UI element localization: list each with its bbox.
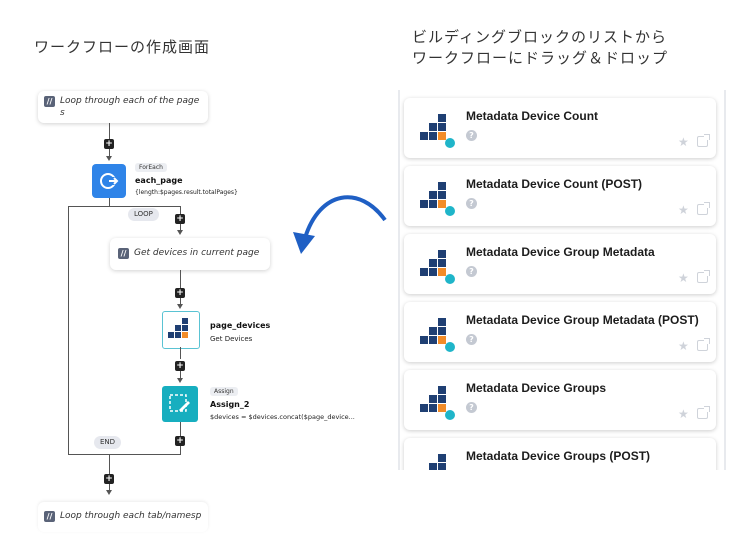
- drag-drop-arrow-icon: [293, 195, 387, 254]
- assign-edit-icon: [169, 394, 190, 412]
- comment-node-get-devices[interactable]: // Get devices in current page: [110, 238, 270, 270]
- right-heading-line2: ワークフローにドラッグ＆ドロップ: [412, 49, 669, 67]
- building-block-title: Metadata Device Count (POST): [466, 177, 643, 191]
- connector-line: [180, 446, 181, 454]
- connector-line: [180, 347, 181, 359]
- add-step-plus-icon[interactable]: +: [104, 139, 114, 149]
- foreach-node-expression: {length:$pages.result.totalPages}: [135, 189, 238, 196]
- building-block-icon: [420, 318, 455, 352]
- loop-label: LOOP: [128, 208, 159, 221]
- building-block-icon: [420, 114, 455, 148]
- star-icon[interactable]: ★: [678, 339, 689, 353]
- connector-line: [109, 198, 110, 206]
- star-icon[interactable]: ★: [678, 407, 689, 421]
- help-icon[interactable]: ?: [466, 402, 477, 413]
- connector-line: [180, 371, 181, 379]
- add-step-plus-icon[interactable]: +: [175, 214, 185, 224]
- left-heading: ワークフローの作成画面: [34, 38, 211, 56]
- building-block-icon: [420, 250, 455, 284]
- building-block-title: Metadata Device Groups (POST): [466, 449, 651, 463]
- star-icon[interactable]: ★: [678, 135, 689, 149]
- connector-line: [180, 422, 181, 436]
- assign-node-title: Assign_2: [210, 400, 250, 409]
- connector-line: [180, 206, 181, 216]
- right-heading-line1: ビルディングブロックのリストから: [412, 28, 667, 46]
- comment-node-loop-tabs[interactable]: // Loop through each tab/namesp: [38, 502, 208, 532]
- building-block-node-icon[interactable]: [162, 311, 200, 349]
- connector-line: [180, 224, 181, 232]
- comment-text: Loop through each tab/namesp: [60, 511, 202, 521]
- page-devices-node-title: page_devices: [210, 321, 271, 330]
- page-devices-node-subtitle: Get Devices: [210, 335, 253, 343]
- building-block-item[interactable]: Metadata Device Group Metadata (POST)? ★: [404, 302, 716, 362]
- building-block-icon: [420, 182, 455, 216]
- open-external-icon[interactable]: [697, 270, 710, 283]
- assign-type-tag: Assign: [210, 387, 238, 396]
- building-block-icon: [168, 318, 188, 338]
- arrow-down-icon: [106, 156, 112, 161]
- building-block-title: Metadata Device Group Metadata: [466, 245, 655, 259]
- end-label: END: [94, 436, 122, 449]
- building-block-item[interactable]: Metadata Device Groups (POST)?★: [404, 438, 716, 470]
- loop-bracket-bottom: [68, 454, 181, 455]
- foreach-type-tag: ForEach: [135, 163, 167, 172]
- connector-line: [180, 270, 181, 288]
- connector-line: [109, 149, 110, 158]
- open-external-icon[interactable]: [697, 406, 710, 419]
- add-step-plus-icon[interactable]: +: [175, 436, 185, 446]
- building-block-icon: [420, 386, 455, 420]
- assign-node-icon[interactable]: [162, 386, 198, 422]
- connector-line: [109, 484, 110, 492]
- building-block-item[interactable]: Metadata Device Groups? ★: [404, 370, 716, 430]
- connector-line: [109, 123, 110, 143]
- connector-line: [109, 454, 110, 474]
- comment-text-wrap: s: [60, 108, 65, 118]
- add-step-plus-icon[interactable]: +: [175, 288, 185, 298]
- open-external-icon[interactable]: [697, 338, 710, 351]
- comment-node-loop-pages[interactable]: // Loop through each of the page s: [38, 91, 208, 123]
- foreach-node-icon[interactable]: [92, 164, 126, 198]
- comment-icon: //: [44, 96, 55, 107]
- loop-icon: [100, 173, 119, 189]
- open-external-icon[interactable]: [697, 134, 710, 147]
- comment-icon: //: [118, 248, 129, 259]
- open-external-icon[interactable]: [697, 202, 710, 215]
- comment-text: Loop through each of the page: [60, 96, 200, 106]
- connector-line: [180, 298, 181, 306]
- building-block-title: Metadata Device Count: [466, 109, 599, 123]
- arrow-down-icon: [177, 230, 183, 235]
- building-block-item[interactable]: Metadata Device Count (POST)? ★: [404, 166, 716, 226]
- help-icon[interactable]: ?: [466, 198, 477, 209]
- building-block-icon: [429, 454, 446, 470]
- help-icon[interactable]: ?: [466, 266, 477, 277]
- loop-bracket-top: [68, 206, 180, 207]
- building-block-item[interactable]: Metadata Device Group Metadata? ★: [404, 234, 716, 294]
- assign-node-expression: $devices = $devices.concat($page_device.…: [210, 413, 355, 421]
- help-icon[interactable]: ?: [466, 334, 477, 345]
- star-icon[interactable]: ★: [678, 271, 689, 285]
- building-block-list[interactable]: Metadata Device Count?★Metadata Device C…: [398, 90, 726, 470]
- loop-bracket-left: [68, 206, 69, 454]
- star-icon[interactable]: ★: [678, 203, 689, 217]
- foreach-node-title: each_page: [135, 176, 183, 185]
- arrow-down-icon: [106, 490, 112, 495]
- help-icon[interactable]: ?: [466, 130, 477, 141]
- building-block-item[interactable]: Metadata Device Count? ★: [404, 98, 716, 158]
- building-block-title: Metadata Device Group Metadata (POST): [466, 313, 699, 327]
- arrow-down-icon: [177, 304, 183, 309]
- add-step-plus-icon[interactable]: +: [104, 474, 114, 484]
- arrow-down-icon: [177, 378, 183, 383]
- add-step-plus-icon[interactable]: +: [175, 361, 185, 371]
- comment-icon: //: [44, 511, 55, 522]
- comment-text: Get devices in current page: [134, 248, 260, 258]
- building-block-title: Metadata Device Groups: [466, 381, 607, 395]
